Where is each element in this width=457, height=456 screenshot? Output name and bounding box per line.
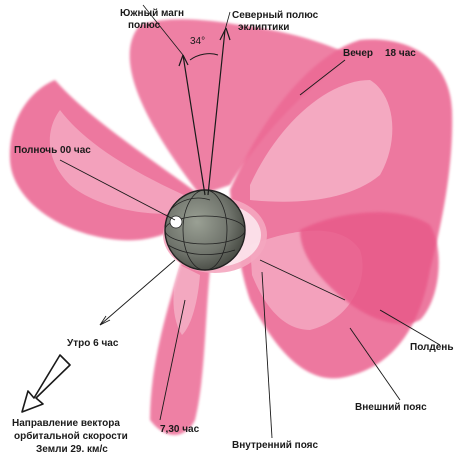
south-magnetic-pole-label-line2: полюс (128, 20, 160, 31)
orbit-vector-label-line1: Направление вектора (12, 418, 120, 429)
north-ecliptic-pole-label-line1: Северный полюс (232, 10, 318, 21)
time-730-label: 7,30 час (160, 424, 199, 435)
inner-belt-label: Внутренний пояс (232, 440, 318, 451)
morning-label: Утро 6 час (67, 338, 118, 349)
angle-label: 34° (190, 36, 205, 47)
lower-belt-lobe (150, 250, 210, 435)
noon-label: Полдень (410, 342, 454, 353)
midnight-label: Полночь 00 час (14, 145, 91, 156)
north-ecliptic-pole-label-line2: эклиптики (238, 22, 289, 33)
outer-belt-label: Внешний пояс (355, 402, 427, 413)
south-magnetic-pole-label-line1: Южный магн (120, 8, 184, 19)
orbital-velocity-arrow (22, 355, 70, 412)
evening-label: Вечер (343, 48, 373, 59)
orbit-vector-label-line3: Земли 29. км/с (36, 444, 108, 455)
earth-globe (165, 190, 245, 270)
orbit-vector-label-line2: орбитальной скорости (14, 431, 128, 442)
evening-hour-label: 18 час (385, 48, 416, 59)
